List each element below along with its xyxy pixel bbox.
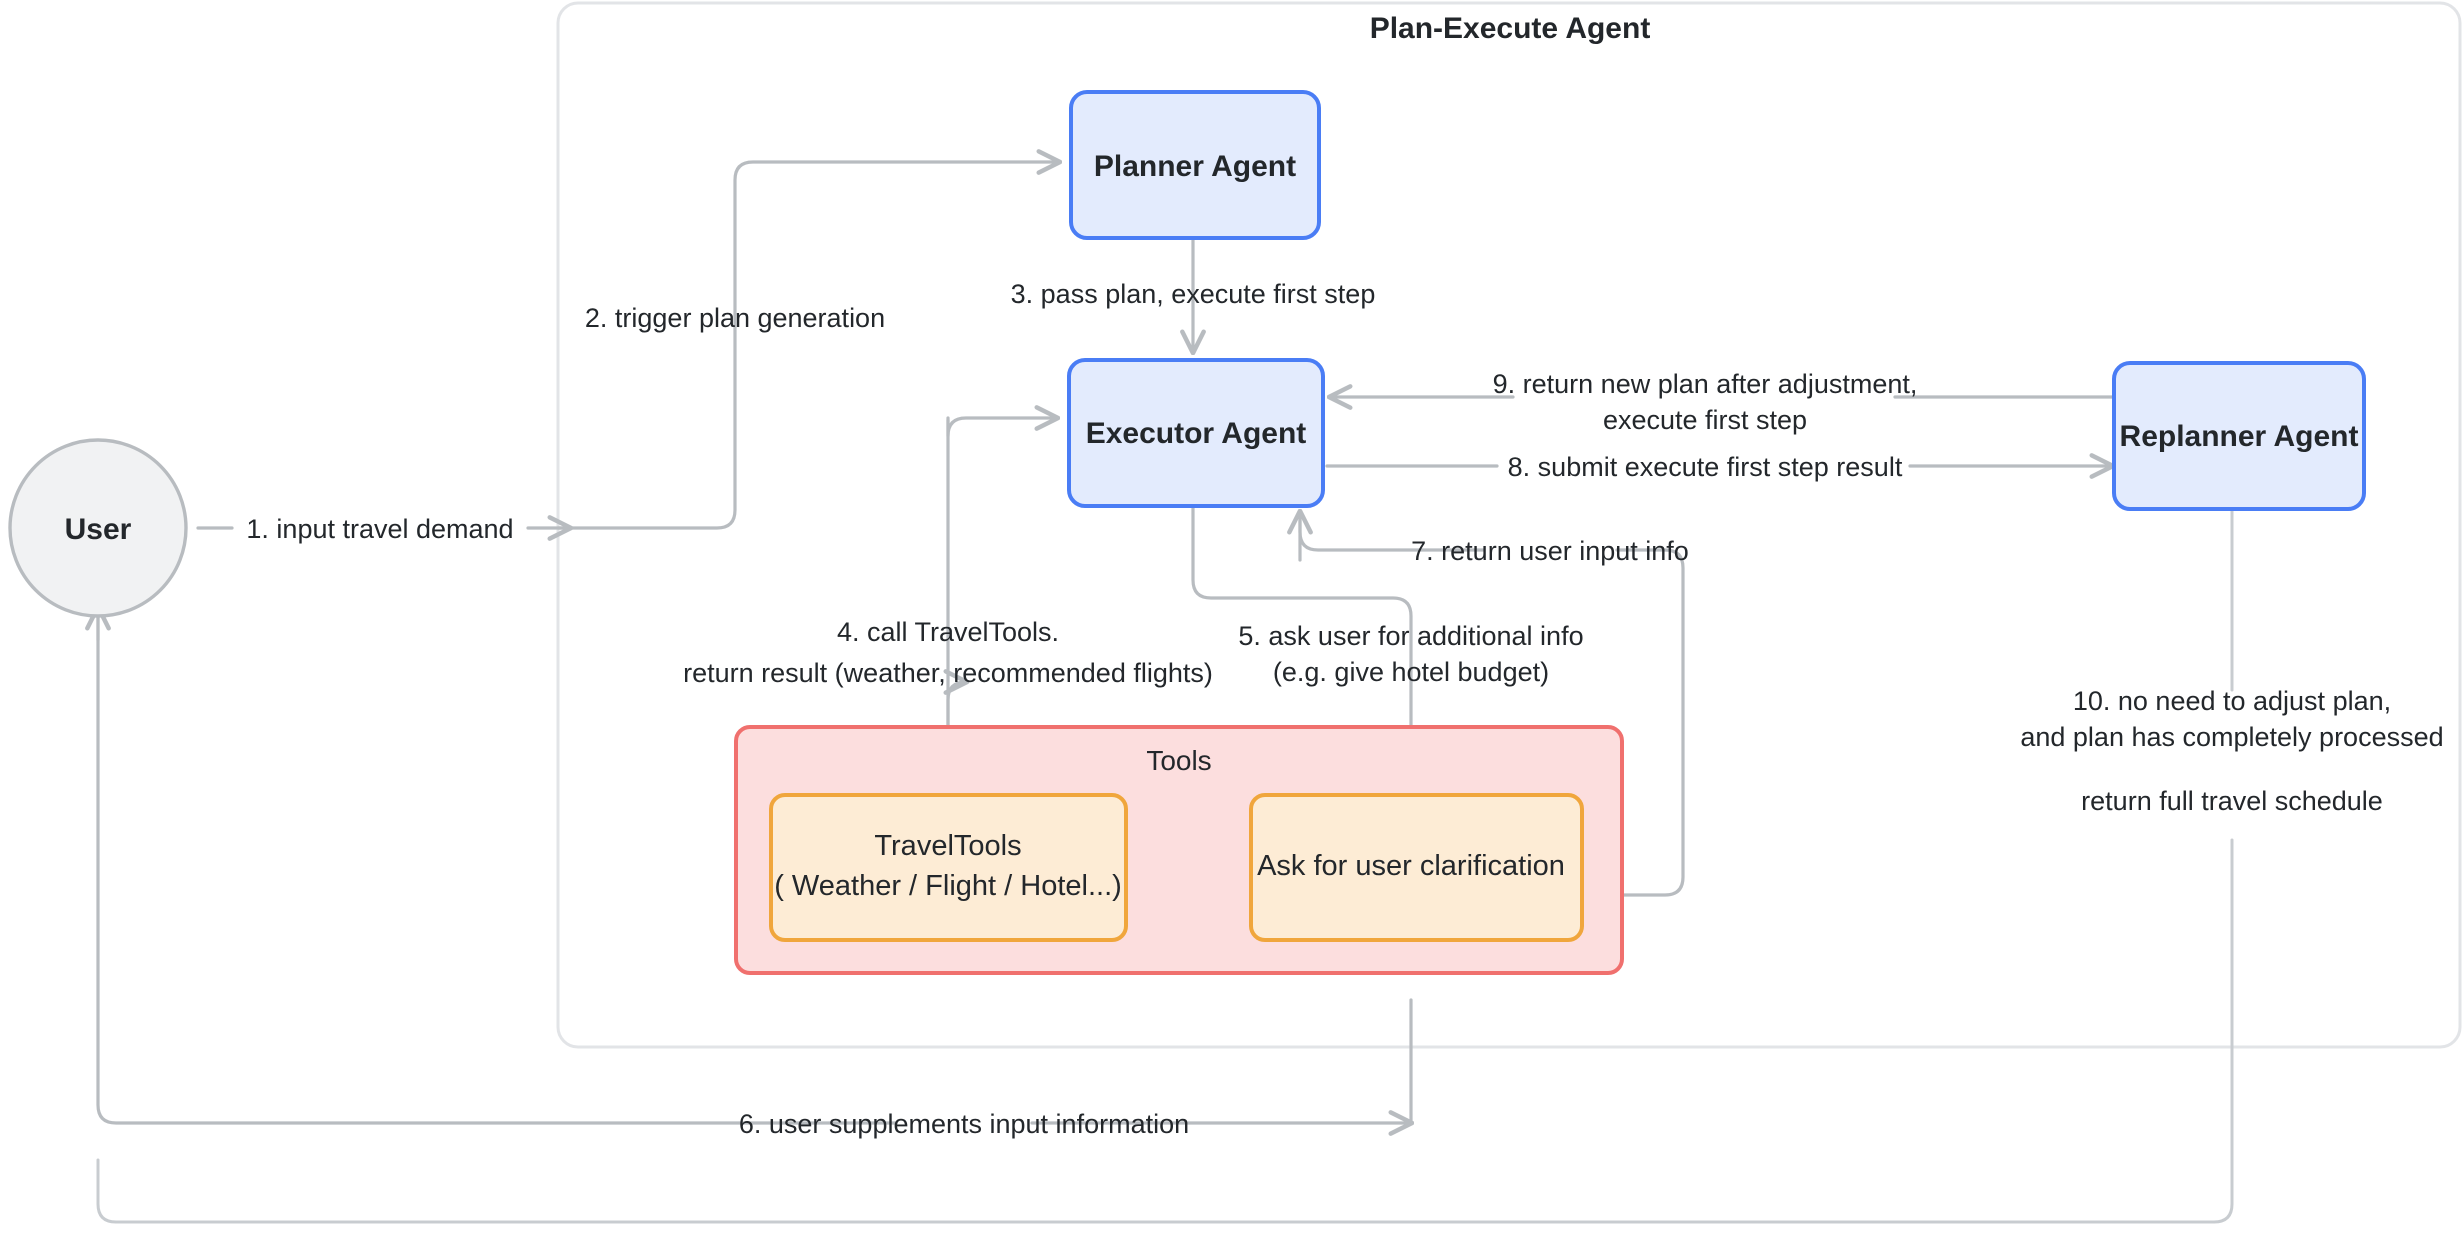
- edge-10-label-3: return full travel schedule: [2081, 786, 2383, 816]
- ask-clarification-node[interactable]: [1249, 793, 1584, 942]
- edge-5-path: [1191, 498, 1411, 790]
- edge-4-label-1: 4. call TravelTools.: [837, 617, 1059, 647]
- edge-10-label-2: and plan has completely processed: [2020, 722, 2443, 752]
- edge-6-label: 6. user supplements input information: [739, 1109, 1189, 1139]
- edge-2-label: 2. trigger plan generation: [585, 303, 885, 333]
- plan-execute-agent-title: Plan-Execute Agent: [1370, 12, 1651, 45]
- edge-9-label-2: execute first step: [1603, 405, 1807, 435]
- edge-1-label: 1. input travel demand: [246, 514, 513, 544]
- user-node[interactable]: [8, 438, 188, 618]
- edge-5-label-2: (e.g. give hotel budget): [1273, 657, 1549, 687]
- planner-agent-label: Planner Agent: [1094, 150, 1296, 183]
- edge-5-label-1: 5. ask user for additional info: [1238, 621, 1583, 651]
- edge-4-label-2: return result (weather, recommended flig…: [683, 658, 1213, 688]
- edge-3-label: 3. pass plan, execute first step: [1011, 279, 1376, 309]
- user-label: User: [65, 513, 132, 546]
- replanner-agent-label: Replanner Agent: [2120, 420, 2359, 453]
- edge-2-path: [556, 162, 1059, 530]
- travel-tools-label-line1: TravelTools: [874, 830, 1021, 862]
- ask-clarification-label: Ask for user clarification: [1257, 850, 1565, 882]
- executor-agent-node[interactable]: [1067, 358, 1325, 508]
- executor-agent-label: Executor Agent: [1086, 417, 1307, 450]
- travel-tools-label-line2: ( Weather / Flight / Hotel...): [774, 870, 1122, 902]
- edge-7-label: 7. return user input info: [1411, 536, 1689, 566]
- replanner-agent-node[interactable]: [2112, 361, 2366, 511]
- edge-10-label-1: 10. no need to adjust plan,: [2073, 686, 2391, 716]
- edge-6-path-route: [96, 603, 1413, 1125]
- planner-agent-node[interactable]: [1069, 90, 1321, 240]
- tools-group-label: Tools: [1146, 745, 1211, 776]
- edge-10-path: [96, 508, 2234, 1224]
- edge-9-label-1: 9. return new plan after adjustment,: [1493, 369, 1918, 399]
- edge-8-label: 8. submit execute first step result: [1508, 452, 1903, 482]
- travel-tools-node[interactable]: [769, 793, 1128, 942]
